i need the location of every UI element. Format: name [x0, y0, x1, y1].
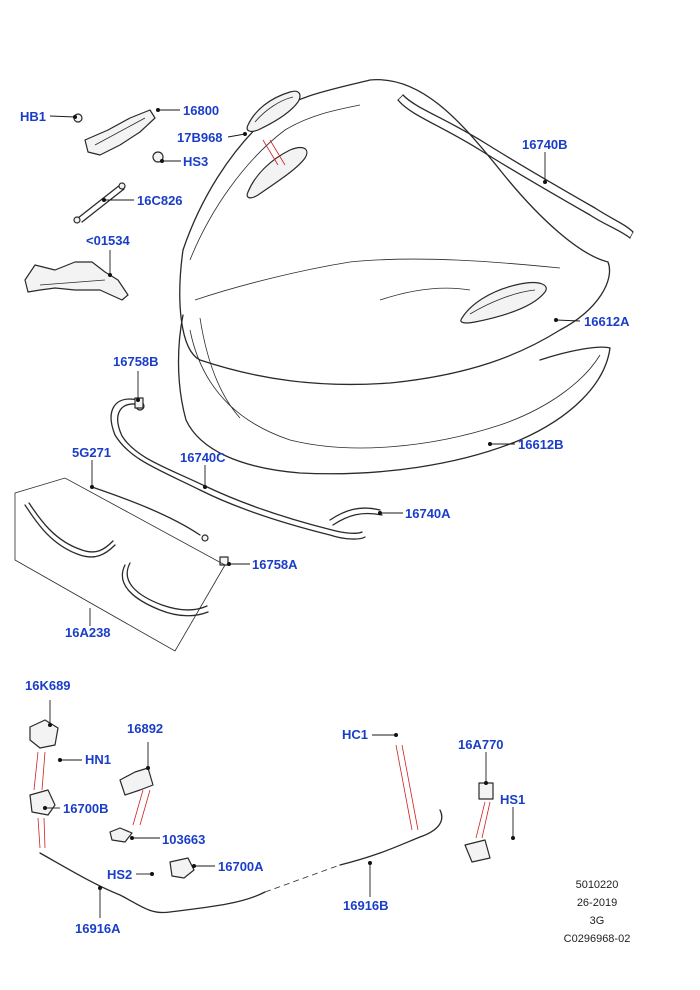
callout-16612a[interactable]: 16612A: [584, 314, 630, 329]
callout-17b968[interactable]: 17B968: [177, 130, 223, 145]
cable-16916a: [39, 852, 266, 914]
callout-16916b[interactable]: 16916B: [343, 898, 389, 913]
bracket-5g271: [91, 486, 209, 542]
seal-16740a: [329, 507, 383, 526]
clip-16758a: [219, 556, 229, 566]
callout-5g271[interactable]: 5G271: [72, 445, 112, 460]
latch-16700a: [169, 857, 195, 879]
callout-hn1[interactable]: HN1: [85, 752, 112, 767]
callout-01534[interactable]: <01534: [86, 233, 130, 248]
latch-16700b: [29, 789, 56, 816]
callout-hs1[interactable]: HS1: [500, 792, 526, 807]
callout-16740a[interactable]: 16740A: [405, 506, 451, 521]
callout-16k689[interactable]: 16K689: [25, 678, 71, 693]
strut-16c826: [73, 182, 126, 224]
assembly-lines: [33, 139, 491, 849]
callout-16700a[interactable]: 16700A: [218, 859, 264, 874]
callout-16758a[interactable]: 16758A: [252, 557, 298, 572]
seal-16740b: [397, 94, 634, 239]
callout-16c826[interactable]: 16C826: [137, 193, 183, 208]
callout-16a770[interactable]: 16A770: [458, 737, 504, 752]
callout-hc1[interactable]: HC1: [342, 727, 369, 742]
handle-16a770: [478, 782, 494, 800]
bracket-103663: [109, 827, 133, 843]
callout-16a238[interactable]: 16A238: [65, 625, 111, 640]
leader-lines: [43, 108, 581, 918]
bracket-hs1: [464, 839, 491, 863]
reference-line-2: 26-2019: [576, 897, 618, 909]
bracket-16892: [119, 767, 154, 796]
latch-16k689: [29, 719, 59, 749]
cable-16916b: [264, 809, 443, 893]
clip-16758b: [134, 397, 144, 409]
callout-hb1[interactable]: HB1: [20, 109, 47, 124]
callout-16758b[interactable]: 16758B: [113, 354, 159, 369]
callout-16740b[interactable]: 16740B: [522, 137, 568, 152]
callout-hs2[interactable]: HS2: [107, 867, 133, 882]
callout-16892[interactable]: 16892: [127, 721, 164, 736]
vent-17b968: [246, 90, 301, 132]
callout-16612b[interactable]: 16612B: [518, 437, 564, 452]
bracket-01534: [24, 261, 129, 301]
callout-16916a[interactable]: 16916A: [75, 921, 121, 936]
seal-16740c: [110, 398, 366, 540]
hinge-16800: [73, 109, 164, 163]
hood-outer-panel: [179, 79, 611, 386]
callout-16740c[interactable]: 16740C: [180, 450, 226, 465]
hood-inner-panel: [177, 314, 611, 475]
callout-hs3[interactable]: HS3: [183, 154, 209, 169]
callout-103663[interactable]: 103663: [162, 832, 206, 847]
reference-line-1: 5010220: [575, 879, 619, 891]
callout-16800[interactable]: 16800: [183, 103, 220, 118]
reference-line-3: 3G: [589, 915, 605, 927]
reference-line-4: C0296968-02: [563, 933, 631, 945]
callout-16700b[interactable]: 16700B: [63, 801, 109, 816]
seal-kit-16a238: [14, 477, 226, 652]
